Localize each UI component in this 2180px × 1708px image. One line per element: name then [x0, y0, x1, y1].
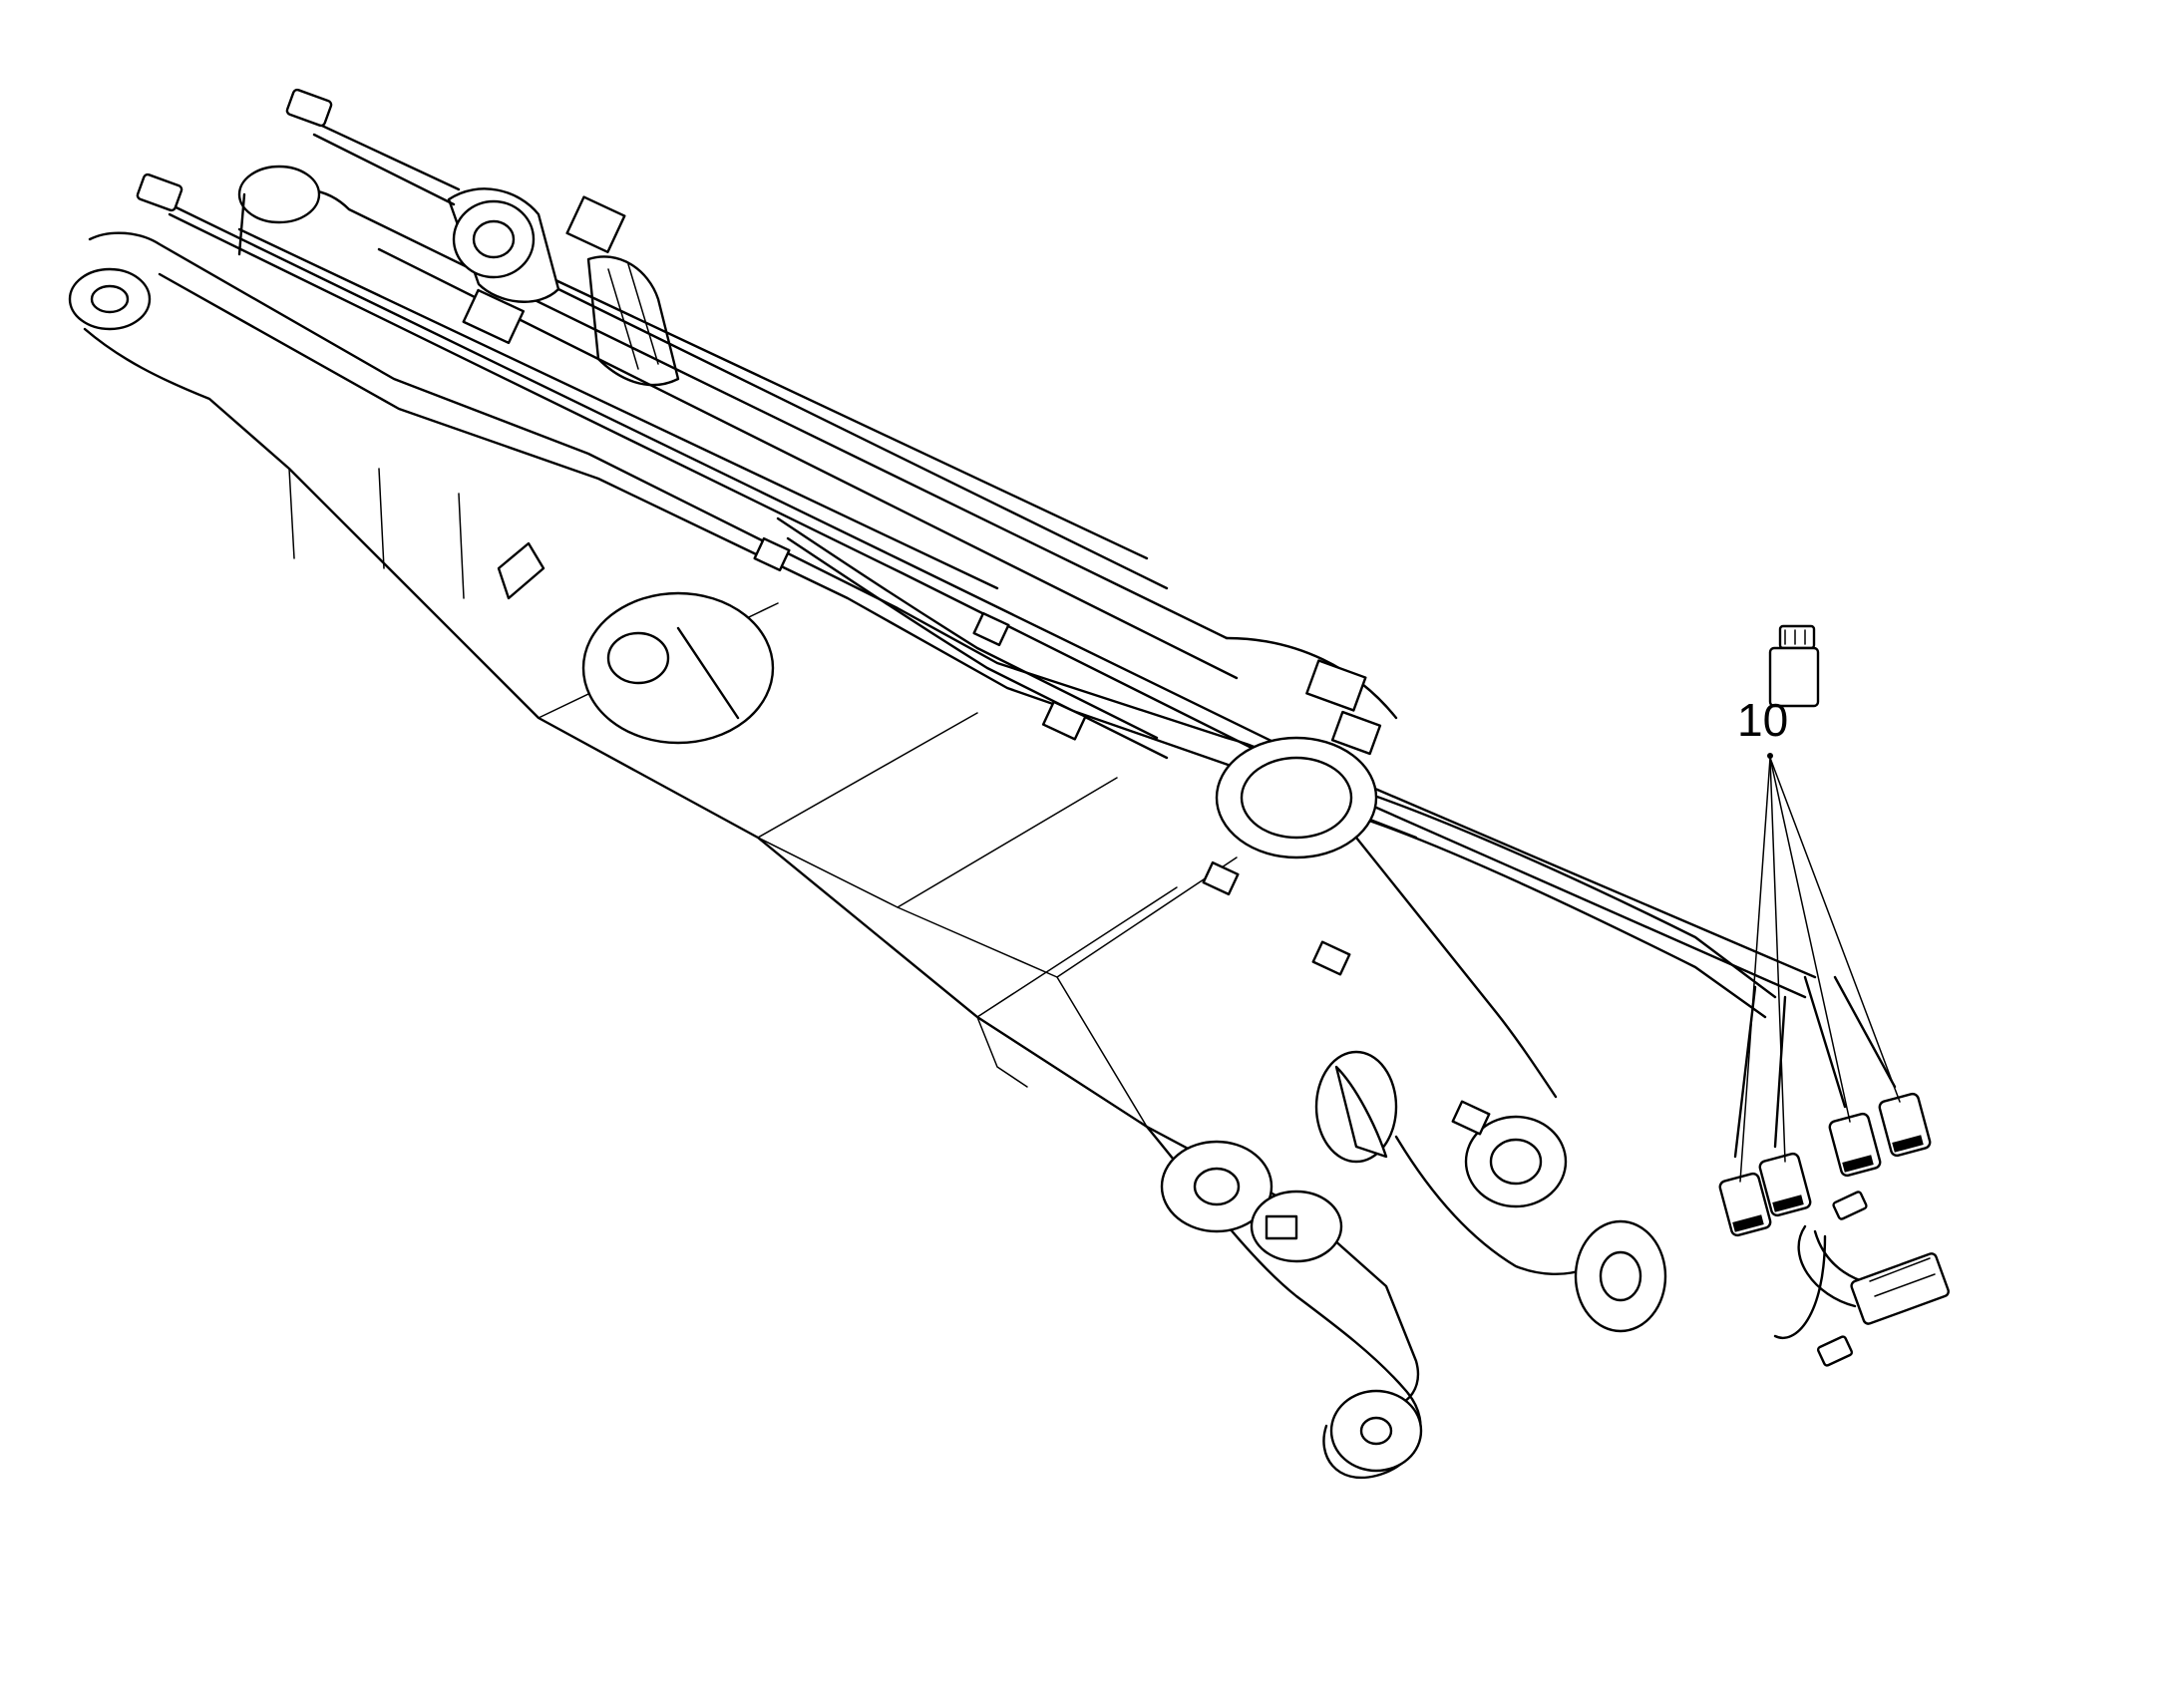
sensor-part [1768, 624, 1820, 708]
boom-body [83, 231, 1637, 1479]
central-eye [1215, 736, 1378, 859]
connectors-group [1718, 975, 1950, 1367]
clamps [753, 536, 1491, 1136]
callout-leaders [1739, 753, 1901, 1183]
lower-bosses [1160, 1050, 1667, 1473]
hydraulic-cylinder [447, 187, 1169, 590]
side-boss [497, 541, 775, 745]
callout-10-label: 10 [1737, 694, 1788, 746]
boom-arm-upper [68, 165, 1398, 720]
